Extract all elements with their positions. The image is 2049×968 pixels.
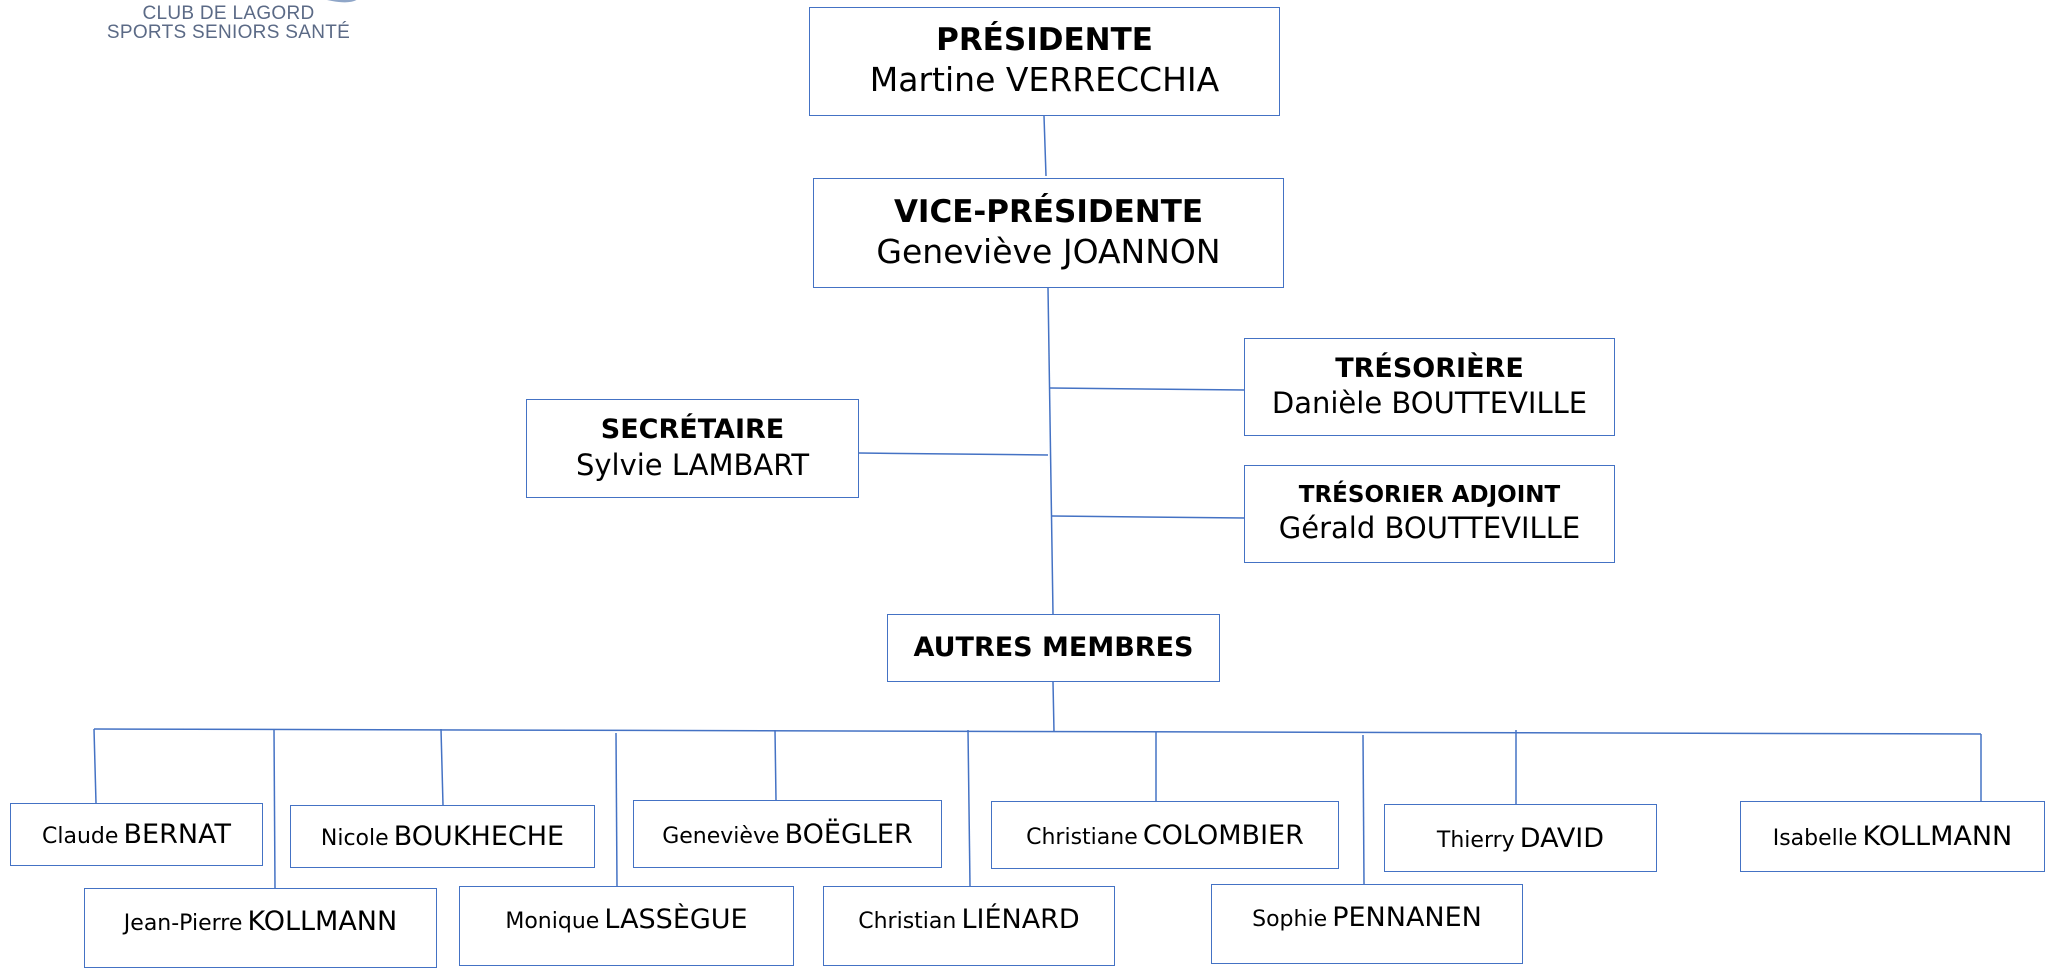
- member-first-name: Isabelle: [1772, 826, 1858, 851]
- member-box: Jean-Pierre KOLLMANN: [84, 888, 437, 968]
- member-first-name: Christiane: [1026, 824, 1138, 850]
- treasurer-role: TRÉSORIÈRE: [1335, 352, 1524, 384]
- connector-boegler: [774, 729, 777, 801]
- connector-deputy-treasurer: [1051, 515, 1246, 519]
- secretary-name: Sylvie LAMBART: [575, 447, 810, 482]
- member-box: Isabelle KOLLMANN: [1740, 801, 2045, 872]
- member-first-name: Nicole: [320, 826, 389, 851]
- member-last-name: PENNANEN: [1332, 901, 1482, 933]
- member-last-name: BERNAT: [123, 819, 231, 850]
- member-name: Isabelle KOLLMANN: [1773, 823, 2013, 850]
- treasurer-name: Danièle BOUTTEVILLE: [1271, 386, 1588, 421]
- logo-club-tagline: SPORTS SENIORS SANTÉ: [106, 22, 351, 43]
- deputy-treasurer-box: TRÉSORIER ADJOINT Gérald BOUTTEVILLE: [1244, 465, 1615, 563]
- member-box: Christiane COLOMBIER: [991, 801, 1339, 869]
- president-box: PRÉSIDENTE Martine VERRECCHIA: [809, 7, 1280, 116]
- member-first-name: Thierry: [1436, 827, 1515, 853]
- member-box: Geneviève BOËGLER: [633, 800, 942, 868]
- member-box: Nicole BOUKHECHE: [290, 805, 595, 868]
- secretary-box: SECRÉTAIRE Sylvie LAMBART: [526, 399, 859, 498]
- member-last-name: COLOMBIER: [1142, 819, 1304, 851]
- member-last-name: LIÉNARD: [961, 903, 1080, 935]
- member-name: Sophie PENNANEN: [1252, 904, 1482, 931]
- deputy-treasurer-name: Gérald BOUTTEVILLE: [1278, 510, 1581, 545]
- connector-lassegue: [615, 732, 618, 887]
- member-last-name: LASSÈGUE: [604, 903, 748, 935]
- vice-president-role: VICE-PRÉSIDENTE: [893, 193, 1204, 230]
- member-last-name: KOLLMANN: [1862, 821, 2013, 852]
- member-first-name: Jean-Pierre: [123, 910, 243, 936]
- connector-lienard: [967, 729, 971, 887]
- member-name: Thierry DAVID: [1437, 825, 1604, 852]
- club-logo: [92, 0, 362, 4]
- connector-pennanen: [1362, 734, 1365, 885]
- deputy-treasurer-role: TRÉSORIER ADJOINT: [1298, 482, 1561, 509]
- member-first-name: Monique: [505, 908, 600, 934]
- member-box: Christian LIÉNARD: [823, 886, 1115, 966]
- other-members-title: AUTRES MEMBRES: [913, 631, 1194, 663]
- member-last-name: DAVID: [1519, 822, 1605, 854]
- connector-boukheche: [440, 728, 444, 806]
- member-box: Monique LASSÈGUE: [459, 886, 794, 966]
- president-role: PRÉSIDENTE: [936, 22, 1153, 59]
- connector-treasurer: [1049, 387, 1246, 391]
- president-name: Martine VERRECCHIA: [869, 60, 1220, 100]
- member-box: Claude BERNAT: [10, 803, 263, 866]
- connector-members-bar: [93, 728, 1982, 735]
- member-name: Christian LIÉNARD: [858, 906, 1079, 933]
- member-first-name: Christian: [858, 908, 957, 934]
- connector-autres-down: [1052, 681, 1055, 733]
- connector-vice-trunk: [1047, 287, 1054, 615]
- member-box: Sophie PENNANEN: [1211, 884, 1523, 964]
- member-name: Geneviève BOËGLER: [662, 821, 913, 848]
- logo-club-name: CLUB DE LAGORD: [142, 3, 315, 24]
- member-last-name: BOËGLER: [784, 818, 913, 850]
- connector-president-vice: [1043, 115, 1047, 177]
- member-first-name: Geneviève: [662, 823, 780, 849]
- vice-president-box: VICE-PRÉSIDENTE Geneviève JOANNON: [813, 178, 1284, 288]
- connector-kollmann-jp: [273, 728, 276, 889]
- treasurer-box: TRÉSORIÈRE Danièle BOUTTEVILLE: [1244, 338, 1615, 436]
- member-first-name: Sophie: [1252, 906, 1328, 932]
- vice-president-name: Geneviève JOANNON: [876, 231, 1221, 271]
- member-box: Thierry DAVID: [1384, 804, 1657, 872]
- member-last-name: BOUKHECHE: [393, 821, 565, 852]
- member-name: Christiane COLOMBIER: [1026, 822, 1304, 849]
- connector-bernat: [93, 728, 97, 804]
- member-last-name: KOLLMANN: [247, 905, 398, 937]
- connector-secretary: [858, 452, 1049, 456]
- member-name: Claude BERNAT: [42, 821, 231, 848]
- member-first-name: Claude: [42, 824, 119, 849]
- other-members-box: AUTRES MEMBRES: [887, 614, 1220, 682]
- member-name: Monique LASSÈGUE: [505, 906, 747, 933]
- secretary-role: SECRÉTAIRE: [600, 414, 785, 446]
- member-name: Nicole BOUKHECHE: [321, 823, 564, 850]
- member-name: Jean-Pierre KOLLMANN: [124, 908, 397, 935]
